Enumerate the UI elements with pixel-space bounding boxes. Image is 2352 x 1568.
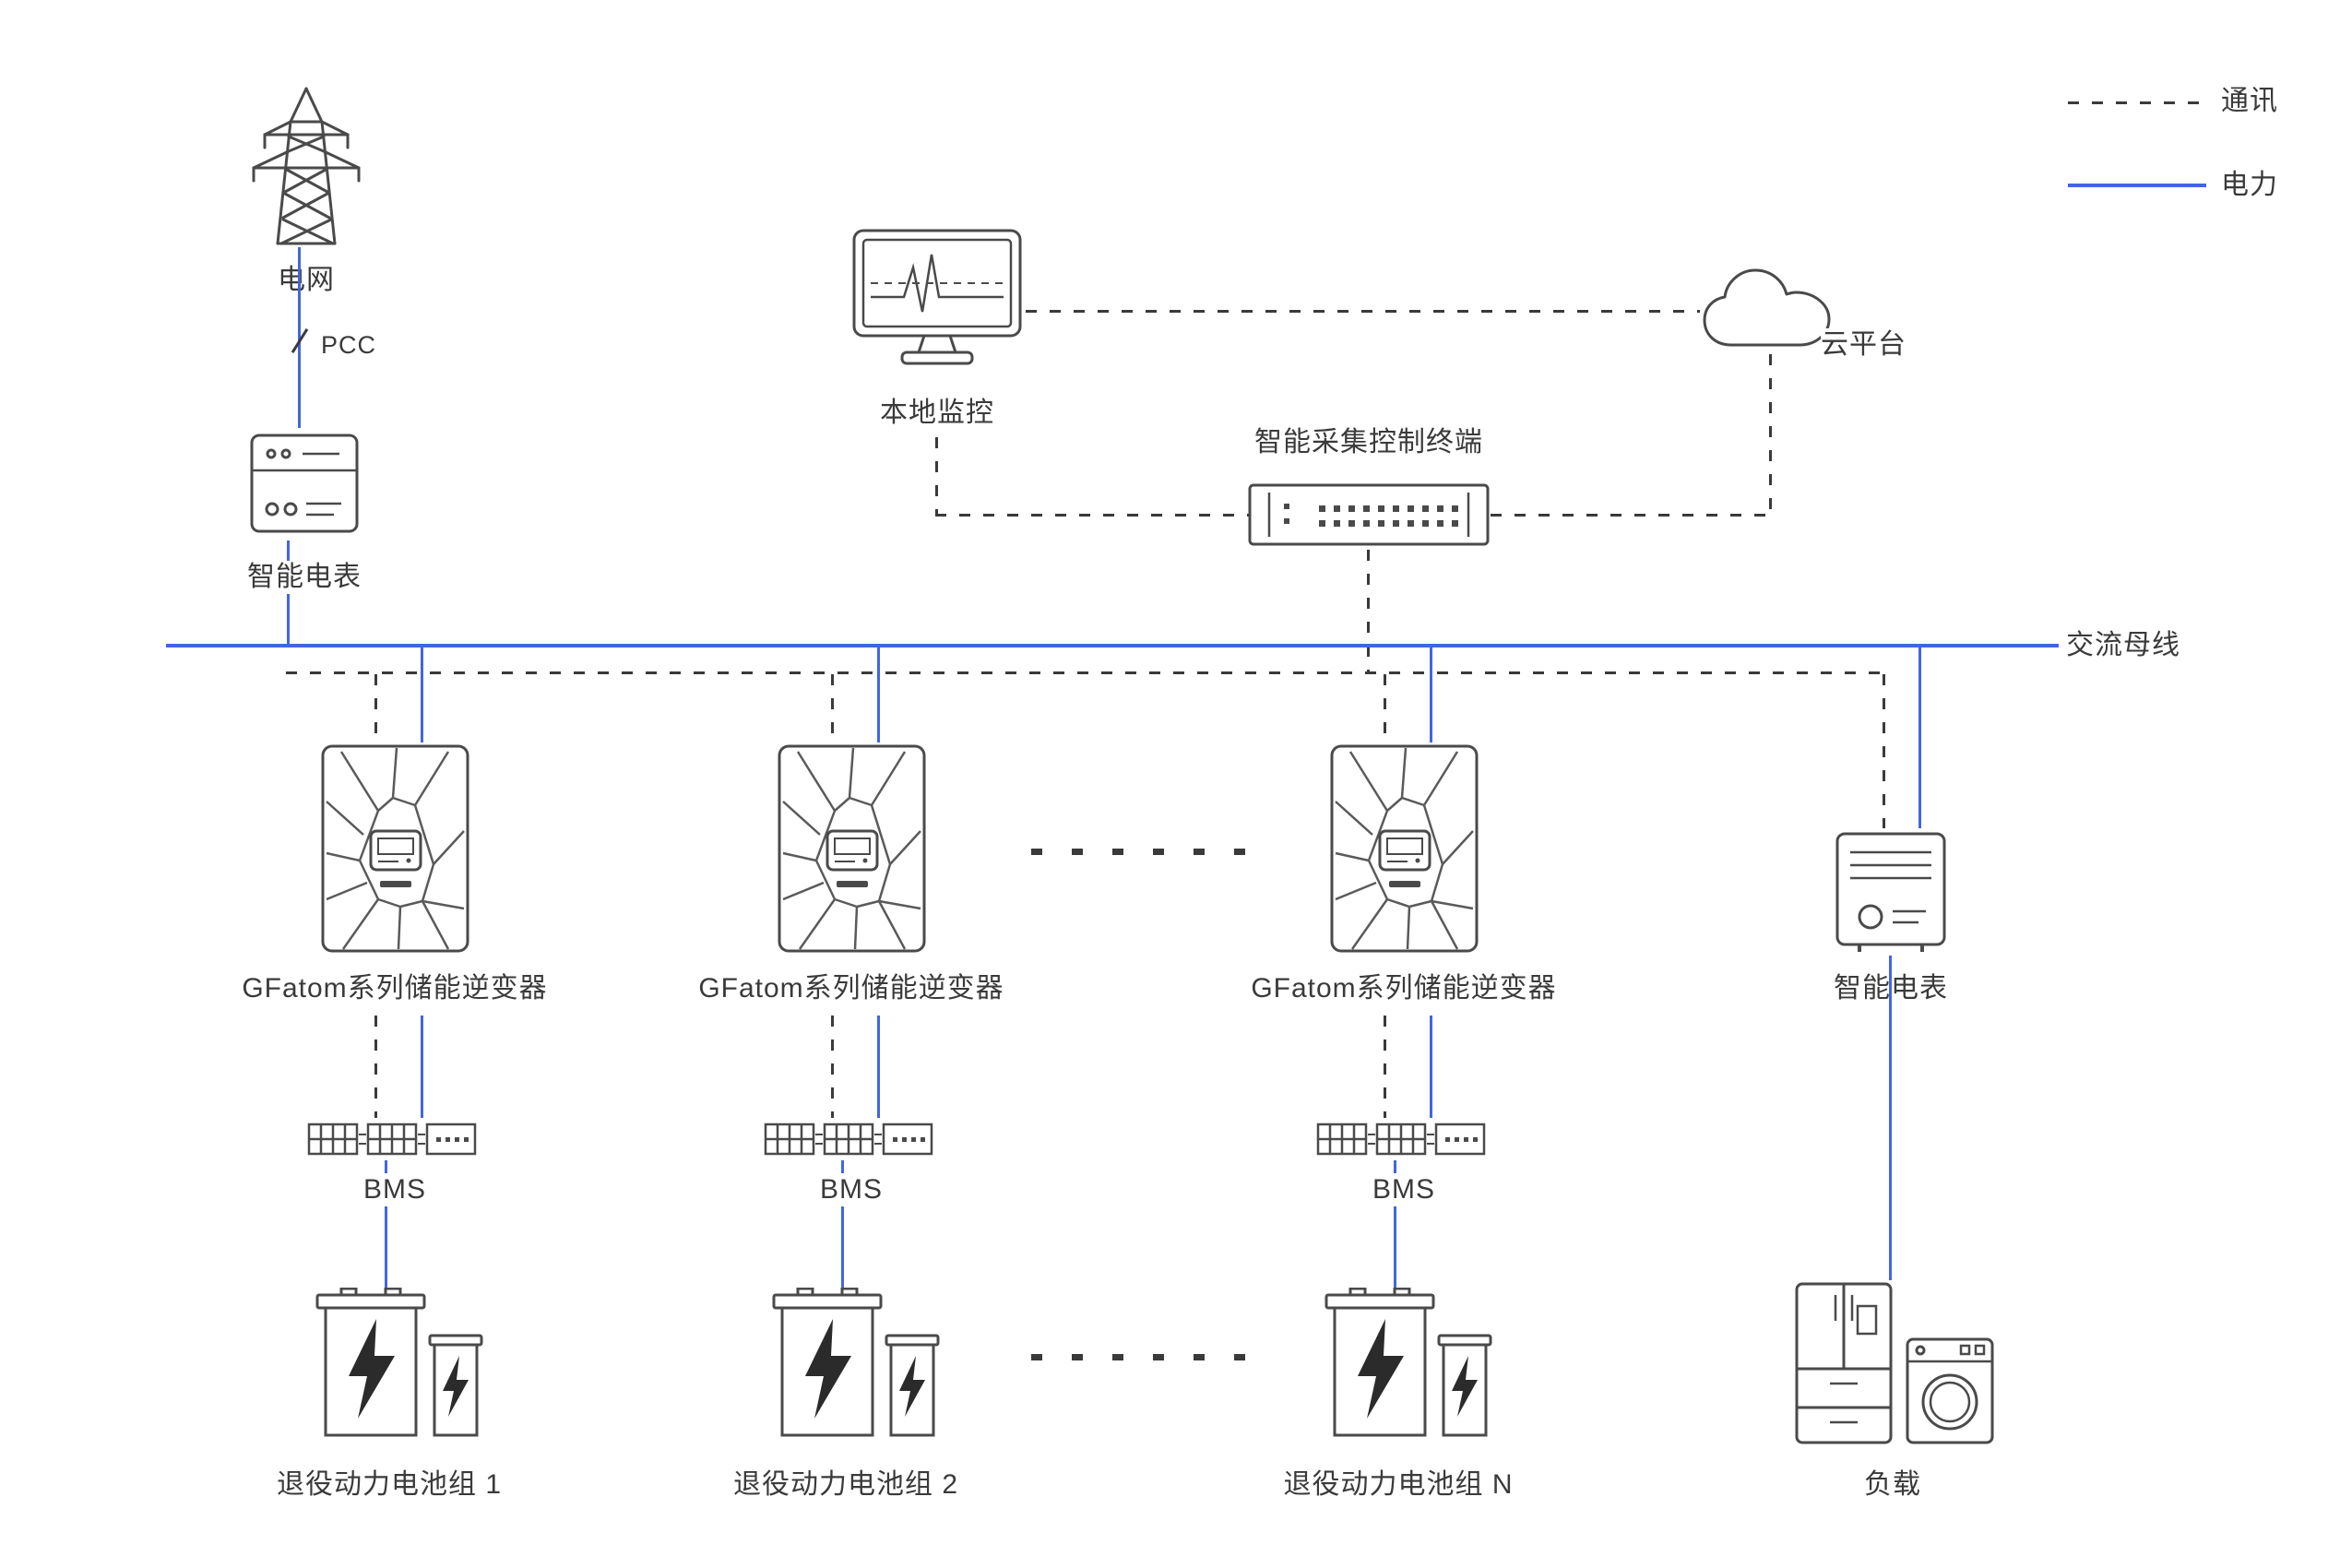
load-label: 负载 (1819, 1468, 1966, 1502)
local-monitor-label: 本地监控 (850, 397, 1024, 430)
washing-machine-icon (1904, 1336, 1996, 1446)
smart-meter-top-label: 智能电表 (220, 561, 389, 594)
power-drop-inverter-2 (877, 647, 880, 742)
power-grid-tower-icon (244, 83, 369, 249)
local-monitor-icon (849, 227, 1026, 382)
inverter-2-icon (776, 742, 928, 955)
inverter-1-label: GFatom系列储能逆变器 (220, 972, 570, 1005)
power-line-meter-to-load (1889, 956, 1892, 1280)
grid-label: 电网 (232, 264, 380, 297)
smart-meter-top-icon (247, 426, 362, 540)
inverter-3-icon (1328, 742, 1480, 955)
bms-3-label: BMS (1330, 1173, 1478, 1206)
bms-1-label: BMS (321, 1173, 469, 1206)
fridge-icon (1793, 1280, 1895, 1446)
comm-line-inverter3-bms3 (1384, 1016, 1386, 1118)
comm-line-monitor-terminal (935, 514, 1249, 517)
power-drop-meter-right (1918, 647, 1921, 828)
inverter-3-label: GFatom系列储能逆变器 (1229, 972, 1579, 1005)
continuation-dots-batteries (1031, 1354, 1253, 1360)
legend-comm-label: 通讯 (2221, 85, 2322, 118)
battery-pack-1-label: 退役动力电池组 1 (242, 1468, 537, 1502)
acquisition-terminal-label: 智能采集控制终端 (1230, 426, 1507, 459)
comm-line-terminal-cloud (1491, 514, 1771, 517)
cloud-platform-icon (1700, 260, 1834, 352)
comm-drop-inverter-2 (831, 674, 834, 742)
power-line-inverter3-bms3 (1430, 1016, 1432, 1118)
bms-2-label: BMS (778, 1173, 925, 1206)
power-line-bms1-battery1 (385, 1160, 387, 1289)
comm-drop-meter-right (1883, 674, 1885, 828)
continuation-dots-inverters (1031, 849, 1253, 855)
comm-line-inverter1-bms1 (374, 1016, 377, 1118)
legend-power-label: 电力 (2221, 169, 2322, 202)
battery-pack-2-label: 退役动力电池组 2 (698, 1468, 993, 1502)
battery-pack-n-label: 退役动力电池组 N (1251, 1468, 1546, 1502)
battery-pack-2-icon (761, 1288, 945, 1444)
smart-meter-right-icon (1832, 828, 1950, 956)
comm-drop-inverter-1 (374, 674, 377, 742)
comm-line-cloud-down (1769, 354, 1772, 515)
pcc-label: PCC (321, 328, 413, 362)
battery-pack-n-icon (1313, 1288, 1498, 1444)
bms-3-icon (1316, 1118, 1491, 1160)
legend-power-line-sample (2068, 184, 2206, 187)
power-drop-inverter-1 (421, 647, 423, 742)
acquisition-terminal-icon (1247, 480, 1491, 550)
ac-bus-label: 交流母线 (2066, 629, 2223, 662)
bms-2-icon (764, 1118, 939, 1160)
comm-drop-inverter-3 (1384, 674, 1386, 742)
power-line-inverter2-bms2 (877, 1016, 880, 1118)
battery-pack-1-icon (304, 1288, 489, 1444)
comm-line-terminal-to-bus (1367, 550, 1370, 673)
ac-bus-line (166, 644, 2059, 647)
power-drop-inverter-3 (1430, 647, 1432, 742)
power-line-bms3-batteryN (1394, 1160, 1396, 1289)
power-line-bms2-battery2 (841, 1160, 844, 1289)
comm-line-inverter2-bms2 (831, 1016, 834, 1118)
bms-1-icon (307, 1118, 482, 1160)
comm-line-monitor-down (935, 437, 938, 517)
power-line-inverter1-bms1 (421, 1016, 423, 1118)
inverter-1-icon (319, 742, 471, 955)
cloud-platform-label: 云平台 (1821, 328, 1941, 362)
inverter-2-label: GFatom系列储能逆变器 (676, 972, 1027, 1005)
comm-bus-line (286, 671, 1893, 674)
legend-comm-line-sample (2068, 101, 2206, 104)
comm-line-monitor-cloud (1026, 310, 1700, 313)
